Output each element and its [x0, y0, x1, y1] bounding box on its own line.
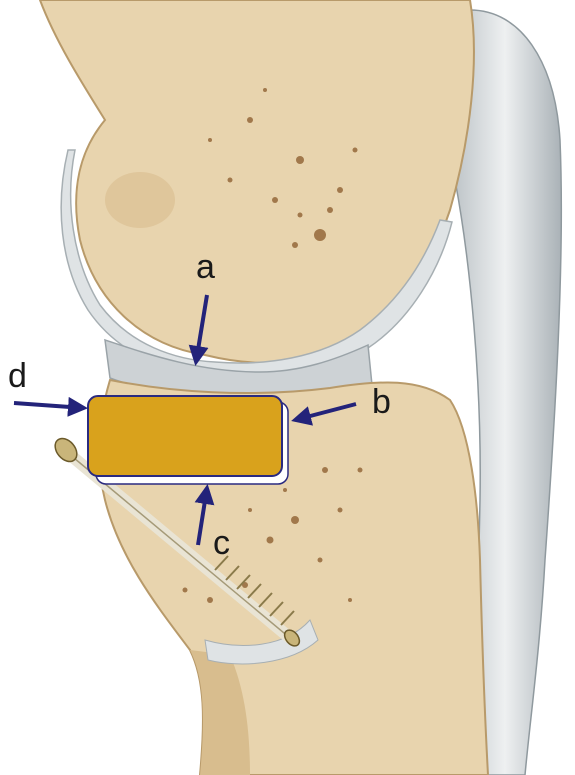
arrow-d — [14, 403, 84, 408]
label-a: a — [196, 248, 215, 286]
label-b: b — [372, 383, 391, 421]
femoral-condyle-shadow — [105, 172, 175, 228]
label-c: c — [213, 524, 230, 562]
implant-block — [88, 396, 282, 476]
label-d: d — [8, 357, 27, 395]
